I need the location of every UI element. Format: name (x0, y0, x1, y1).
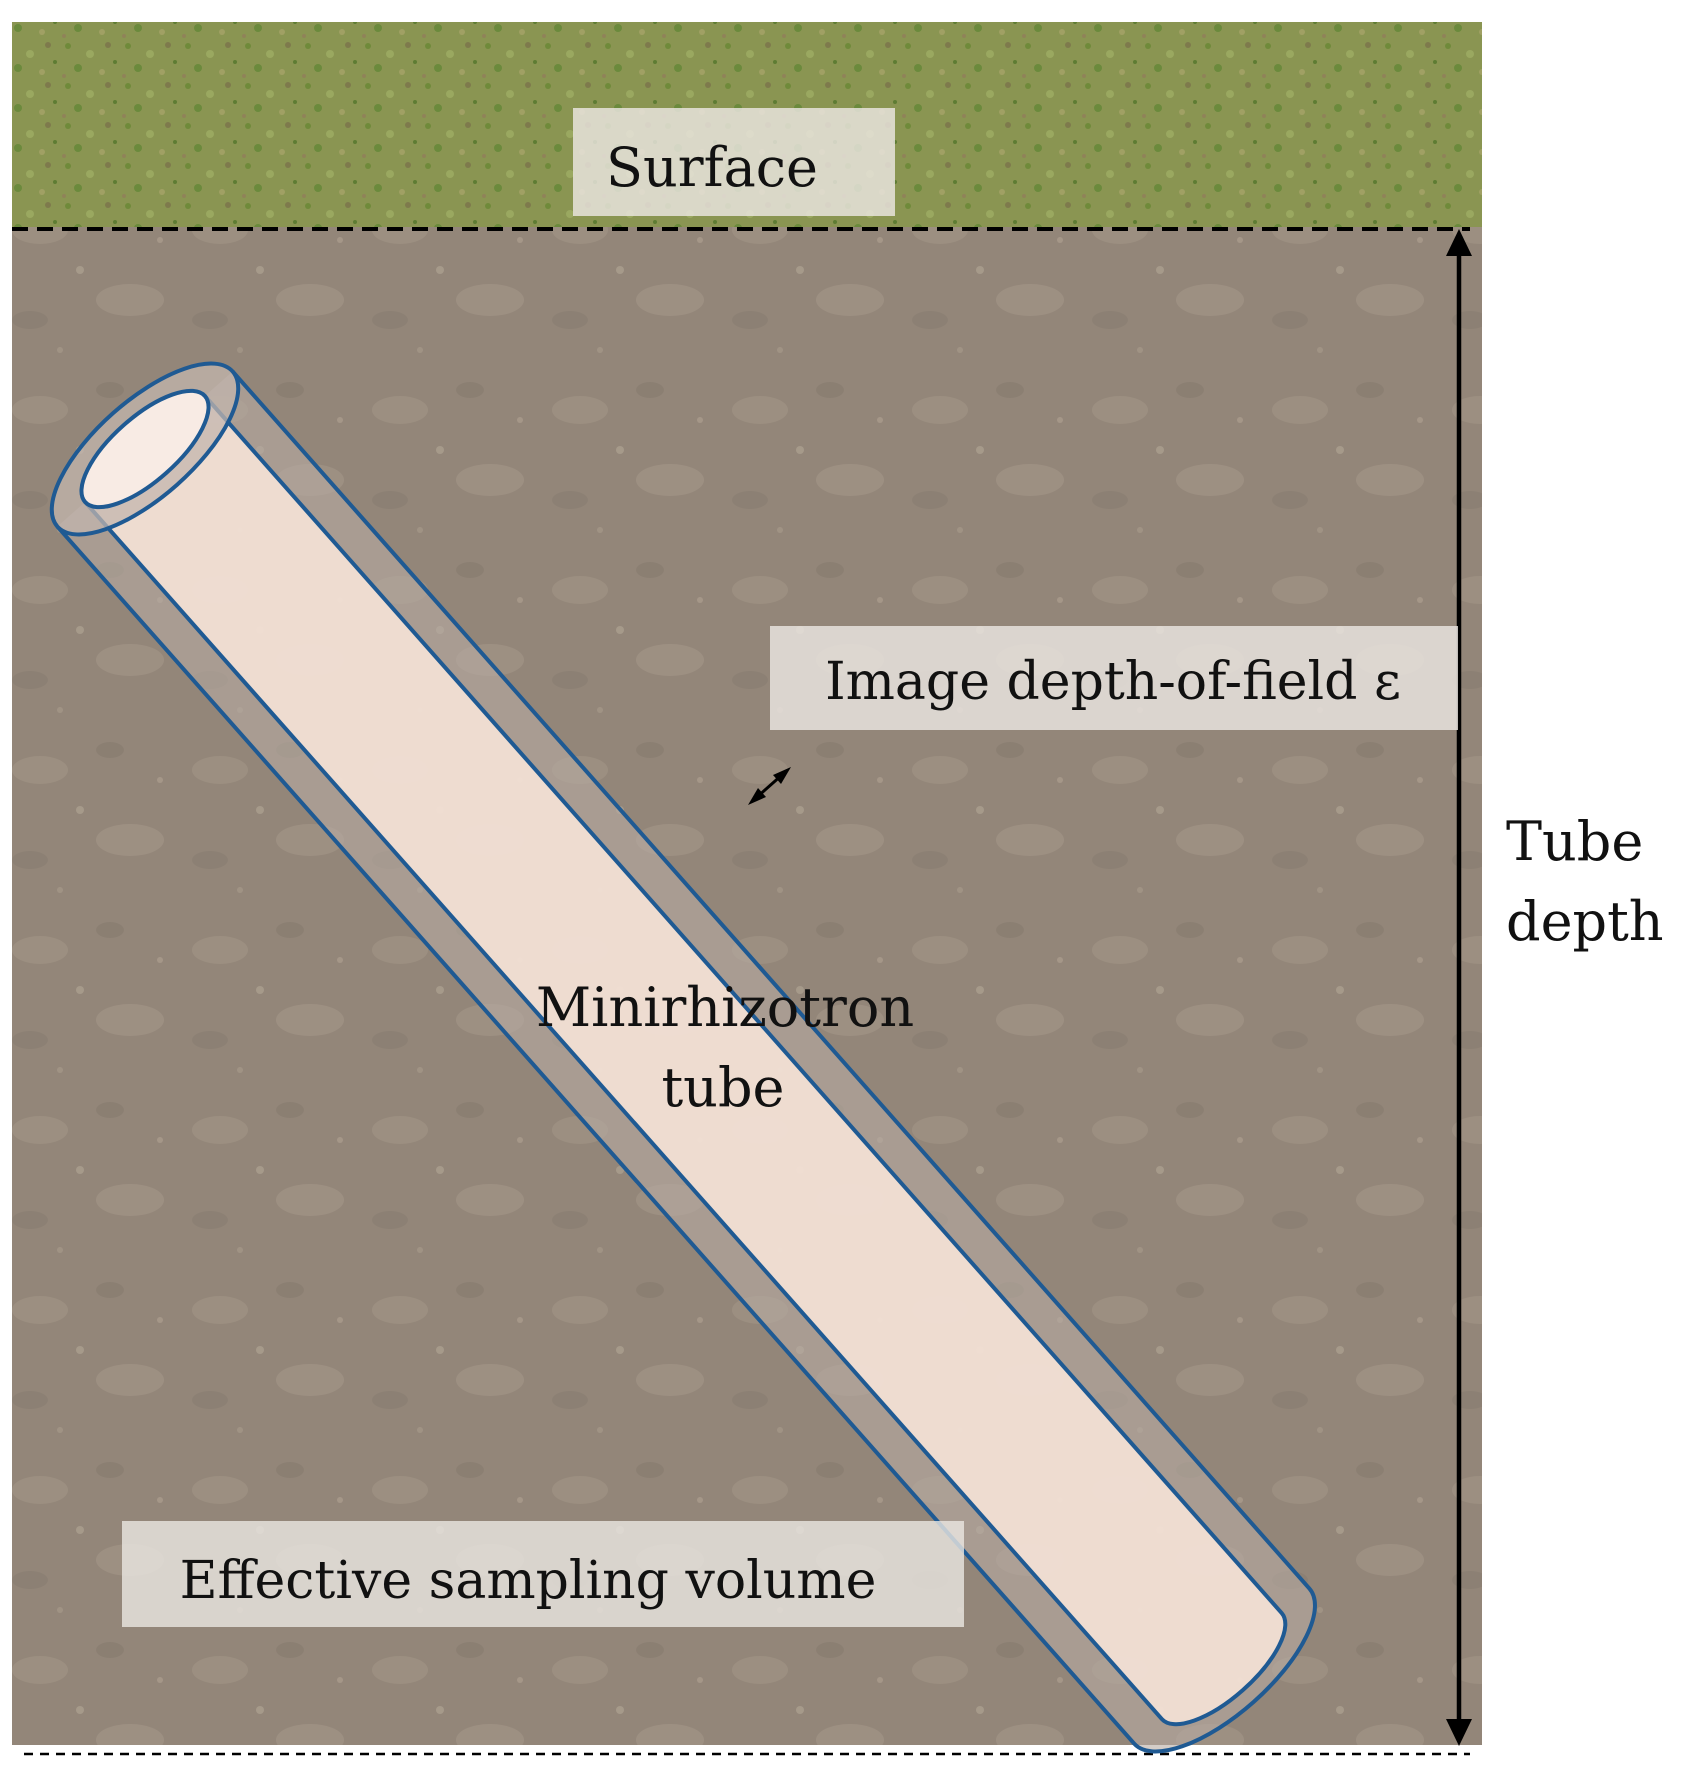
sampling-volume-label: Effective sampling volume (180, 1551, 877, 1611)
depth-of-field-label: Image depth-of-field ε (825, 652, 1401, 712)
tube-name-label-line2: tube (661, 1056, 784, 1119)
surface-label: Surface (606, 136, 818, 199)
tube-depth-label-line2: depth (1506, 890, 1664, 953)
tube-depth-label-line1: Tube (1506, 810, 1643, 873)
depth-of-field-label-box (770, 626, 1458, 730)
tube-opening-ellipse (79, 388, 211, 510)
tube-name-label-line1: Minirhizotron (536, 976, 914, 1039)
sampling-volume-label-box (122, 1521, 964, 1627)
tube-depth-arrow (1446, 229, 1472, 1746)
minirhizotron-tube (49, 361, 1317, 1754)
tube-body (83, 394, 1288, 1727)
surface-label-box (573, 108, 895, 216)
depth-of-field-arrow (748, 767, 791, 805)
